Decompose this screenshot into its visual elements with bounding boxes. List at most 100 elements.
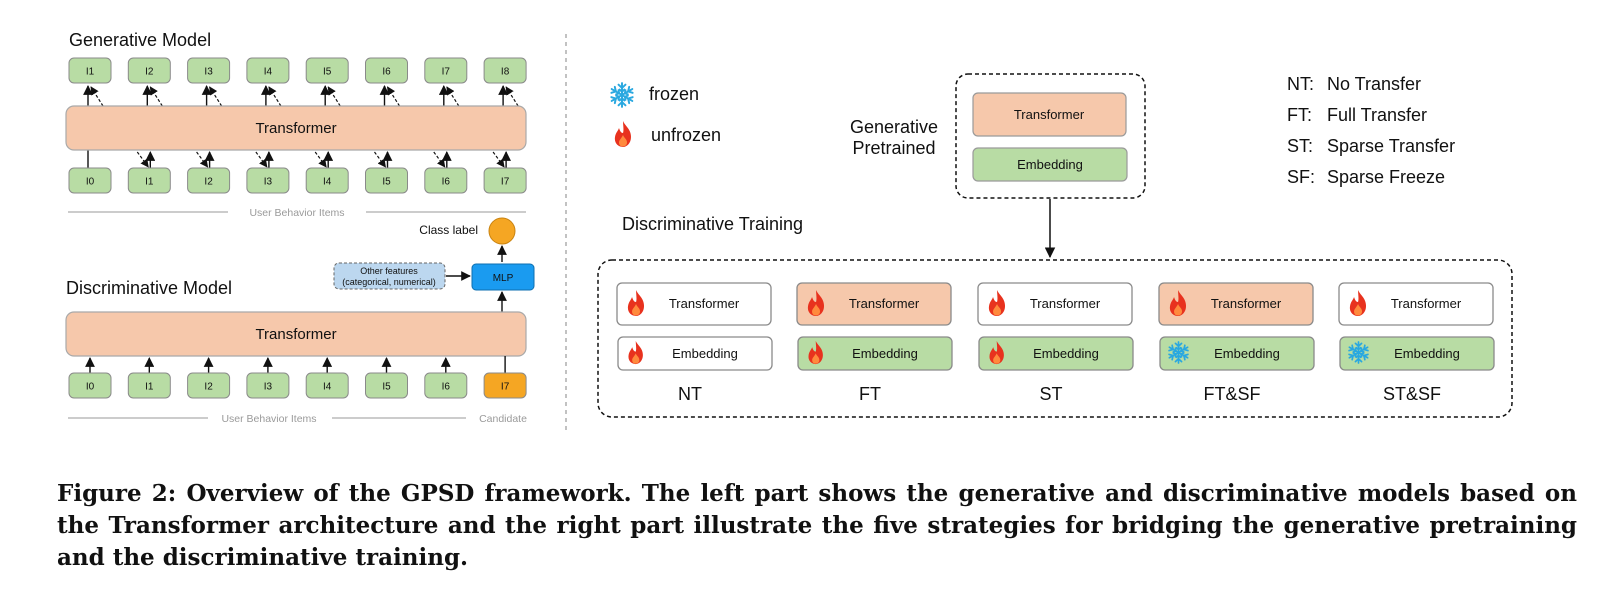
pretrained-label-line2: Pretrained	[852, 138, 935, 158]
generative-input-item-box	[305, 167, 349, 194]
abbreviation-text: No Transfer	[1327, 74, 1421, 94]
pretrained-transformer-block	[972, 92, 1127, 137]
discriminative-input-item-box	[305, 372, 349, 399]
generative-model-title: Generative Model	[69, 30, 211, 50]
generative-input-item-label: I0	[86, 177, 95, 188]
abbreviation-text: Sparse Freeze	[1327, 167, 1445, 187]
generative-target-arrow	[90, 86, 104, 107]
generative-output-item-label: I8	[501, 67, 510, 78]
generative-output-item-box	[483, 57, 527, 84]
pretrained-container	[955, 73, 1146, 199]
abbreviation-code: FT:	[1287, 105, 1312, 125]
generative-input-item-box	[246, 167, 290, 194]
abbreviation-text: Sparse Transfer	[1327, 136, 1455, 156]
generative-output-item-box	[246, 57, 290, 84]
strategy-embedding-box	[797, 336, 953, 371]
generative-target-arrow	[209, 86, 223, 107]
strategy-transformer-label: Transformer	[1211, 296, 1282, 311]
other-features-label-line2: (categorical, numerical)	[342, 277, 436, 287]
discriminative-input-item-box	[246, 372, 290, 399]
flame-icon	[614, 121, 631, 147]
generative-input-item-label: I2	[204, 177, 213, 188]
discriminative-input-item-box	[424, 372, 468, 399]
generative-shift-arrow	[136, 151, 149, 168]
strategy-name: NT	[678, 384, 702, 404]
generative-transformer-label: Transformer	[255, 120, 336, 137]
generative-output-item-label: I2	[145, 67, 154, 78]
discriminative-input-item-box	[483, 372, 527, 399]
strategy-name: ST&SF	[1383, 384, 1441, 404]
class-label-text: Class label	[419, 223, 478, 237]
abbreviation-code: NT:	[1287, 74, 1314, 94]
strategy-name: ST	[1039, 384, 1062, 404]
generative-input-item-label: I7	[501, 177, 510, 188]
generative-shift-arrow	[314, 151, 327, 168]
strategy-transformer-box	[1338, 282, 1494, 326]
generative-shift-arrow	[492, 151, 505, 168]
discriminative-input-item-label: I5	[382, 382, 391, 393]
generative-target-arrow	[505, 86, 519, 107]
strategy-embedding-box	[1339, 336, 1495, 371]
strategy-embedding-label: Embedding	[1214, 346, 1280, 361]
generative-input-item-label: I4	[323, 177, 332, 188]
other-features-label-line1: Other features	[360, 266, 418, 276]
discriminative-arrows	[85, 356, 506, 373]
other-features-box	[333, 262, 446, 290]
generative-transformer-block	[65, 105, 527, 151]
strategy-embedding-box	[1159, 336, 1315, 371]
strategy-name: FT	[859, 384, 881, 404]
mlp-block	[471, 263, 535, 291]
generative-target-arrow	[149, 86, 163, 107]
generative-input-item-label: I6	[442, 177, 451, 188]
strategy-transformer-label: Transformer	[669, 296, 740, 311]
pretrained-transformer-label: Transformer	[1014, 107, 1085, 122]
strategy-embedding-box	[978, 336, 1134, 371]
generative-output-item-label: I5	[323, 67, 332, 78]
training-container	[597, 259, 1513, 418]
generative-input-item-box	[483, 167, 527, 194]
strategy-transformer-box	[977, 282, 1133, 326]
discriminative-input-item-label: I7	[501, 382, 510, 393]
strategy-name: FT&SF	[1204, 384, 1261, 404]
strategy-transformer-box	[796, 282, 952, 326]
discriminative-input-item-box	[68, 372, 112, 399]
generative-input-item-label: I5	[382, 177, 391, 188]
discriminative-axis-label: User Behavior Items	[221, 413, 316, 425]
generative-input-item-label: I3	[264, 177, 273, 188]
pretrained-embedding-label: Embedding	[1017, 157, 1083, 172]
generative-pretrained: Generative Pretrained Transformer Embedd…	[850, 73, 1146, 259]
strategy-transformer-label: Transformer	[1391, 296, 1462, 311]
generative-target-arrow	[327, 86, 341, 107]
generative-shift-arrow	[433, 151, 446, 168]
strategy-embedding-label: Embedding	[1033, 346, 1099, 361]
strategy-columns: TransformerEmbeddingNTTransformerEmbeddi…	[616, 282, 1495, 404]
pretrained-embedding-block	[972, 147, 1128, 182]
generative-target-arrow	[446, 86, 460, 107]
legend-unfrozen-label: unfrozen	[651, 125, 721, 145]
strategy-embedding-label: Embedding	[672, 346, 738, 361]
discriminative-model: Discriminative Model Class label Other f…	[65, 217, 535, 425]
discriminative-input-item-label: I2	[204, 382, 213, 393]
discriminative-input-item-label: I3	[264, 382, 273, 393]
discriminative-training-title: Discriminative Training	[622, 214, 803, 234]
generative-output-item-label: I4	[264, 67, 273, 78]
generative-target-arrow	[386, 86, 401, 107]
generative-output-item-box	[424, 57, 468, 84]
strategy-transformer-label: Transformer	[1030, 296, 1101, 311]
discriminative-input-item-label: I4	[323, 382, 332, 393]
generative-axis-label: User Behavior Items	[249, 207, 344, 219]
generative-arrows	[83, 85, 519, 168]
discriminative-input-item-label: I1	[145, 382, 154, 393]
figure-caption: Figure 2: Overview of the GPSD framework…	[57, 480, 1577, 571]
generative-output-item-box	[127, 57, 171, 84]
generative-target-arrow	[268, 86, 282, 107]
generative-output-item-label: I6	[382, 67, 391, 78]
